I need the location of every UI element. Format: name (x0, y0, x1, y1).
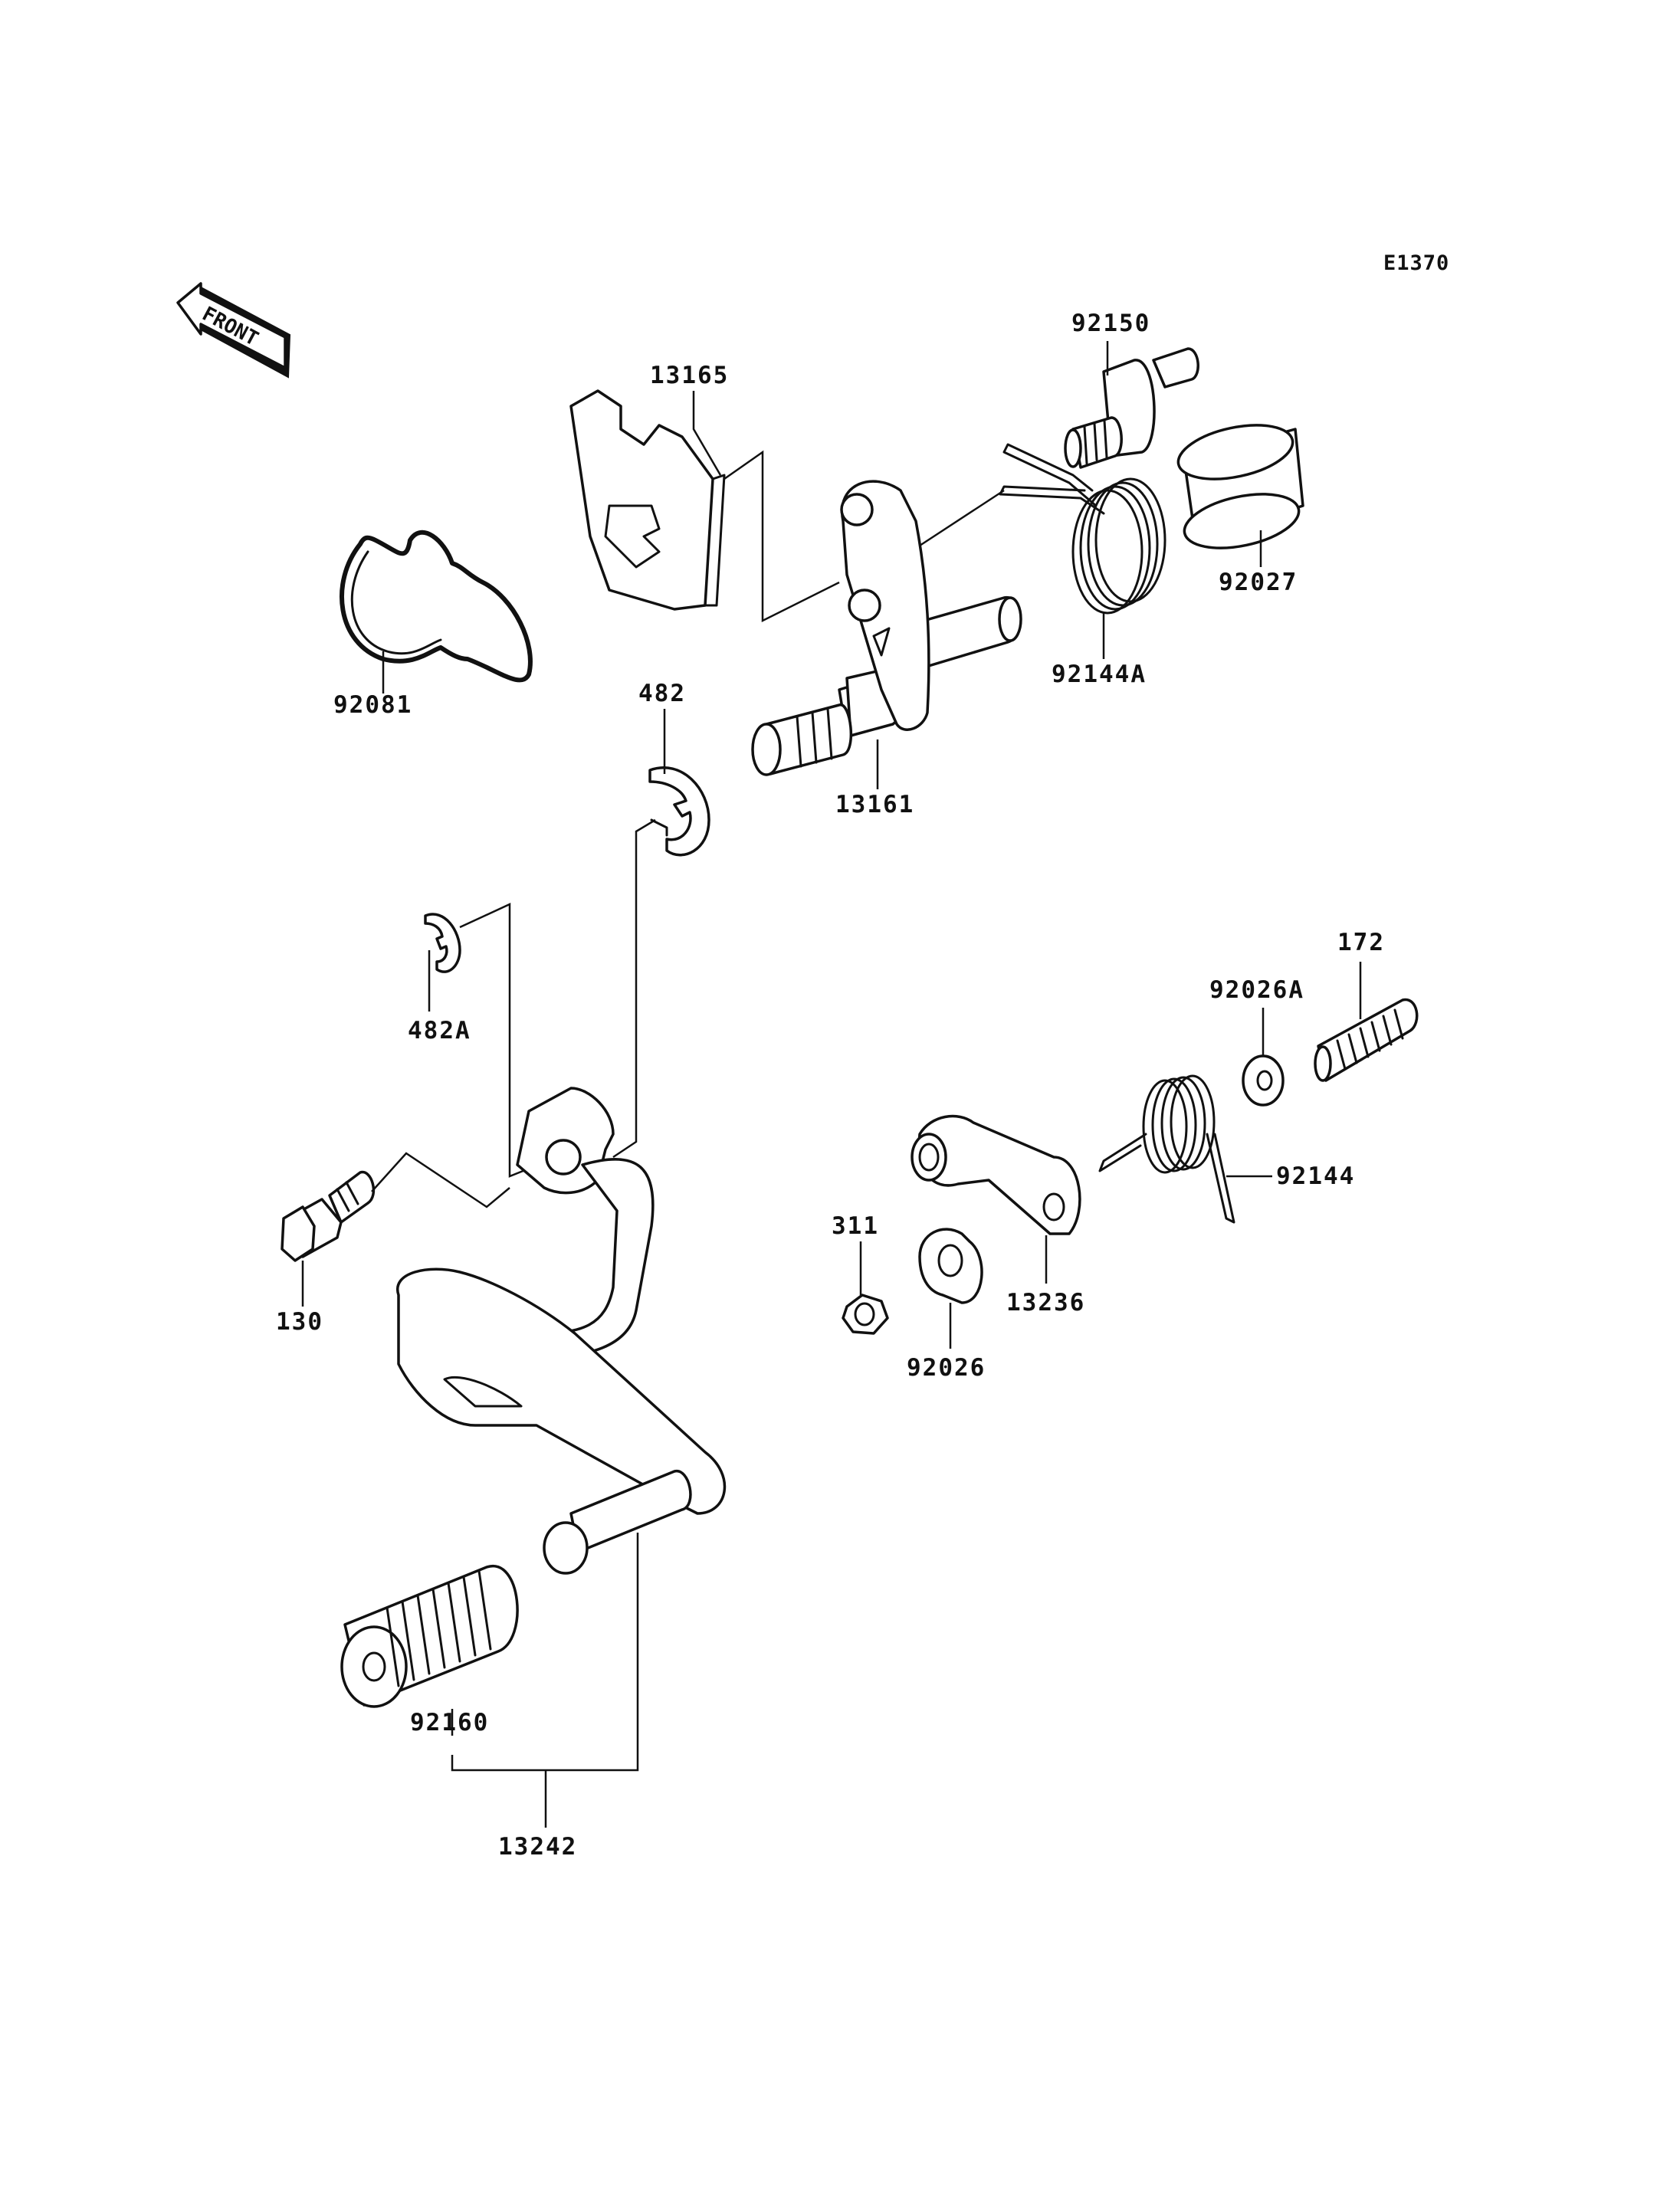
label-482A: 482A (408, 1017, 471, 1044)
o-ring-92081[interactable] (340, 530, 533, 683)
label-92026: 92026 (907, 1354, 986, 1382)
stud-bolt-172[interactable] (1314, 998, 1419, 1082)
label-92026A: 92026A (1209, 976, 1304, 1004)
collar-92027[interactable] (1173, 416, 1304, 557)
label-311: 311 (832, 1212, 879, 1240)
collar-washer-92026[interactable] (918, 1228, 983, 1304)
e-clip-482A[interactable] (424, 913, 461, 973)
label-13161: 13161 (835, 791, 914, 818)
label-13236: 13236 (1006, 1289, 1085, 1317)
diagram-code: E1370 (1383, 251, 1449, 275)
label-130: 130 (276, 1308, 323, 1336)
label-92150: 92150 (1071, 310, 1150, 337)
label-172: 172 (1337, 929, 1385, 956)
shift-shaft-13161[interactable] (751, 480, 1022, 776)
lever-13236[interactable] (911, 1114, 1081, 1235)
torsion-spring-92144[interactable] (1098, 1074, 1235, 1224)
flange-bolt-130[interactable] (281, 1170, 376, 1262)
circlip-482[interactable] (648, 766, 710, 857)
bolt-92150[interactable] (1064, 347, 1199, 469)
front-arrow-icon: FRONT (176, 282, 291, 379)
label-13165: 13165 (650, 362, 729, 389)
label-482: 482 (638, 680, 686, 707)
label-92160: 92160 (410, 1709, 489, 1736)
label-13242: 13242 (498, 1833, 577, 1861)
label-92081: 92081 (333, 691, 412, 719)
label-92144A: 92144A (1052, 661, 1147, 688)
shift-pedal-13242[interactable] (395, 1087, 727, 1575)
shift-plate-13165[interactable] (569, 389, 726, 611)
return-spring-92144A[interactable] (999, 443, 1166, 615)
washer-92026A[interactable] (1242, 1054, 1285, 1107)
pedal-rubber-92160[interactable] (340, 1564, 519, 1708)
nut-311[interactable] (842, 1294, 889, 1335)
label-92027: 92027 (1219, 569, 1298, 596)
label-92144: 92144 (1276, 1162, 1355, 1190)
